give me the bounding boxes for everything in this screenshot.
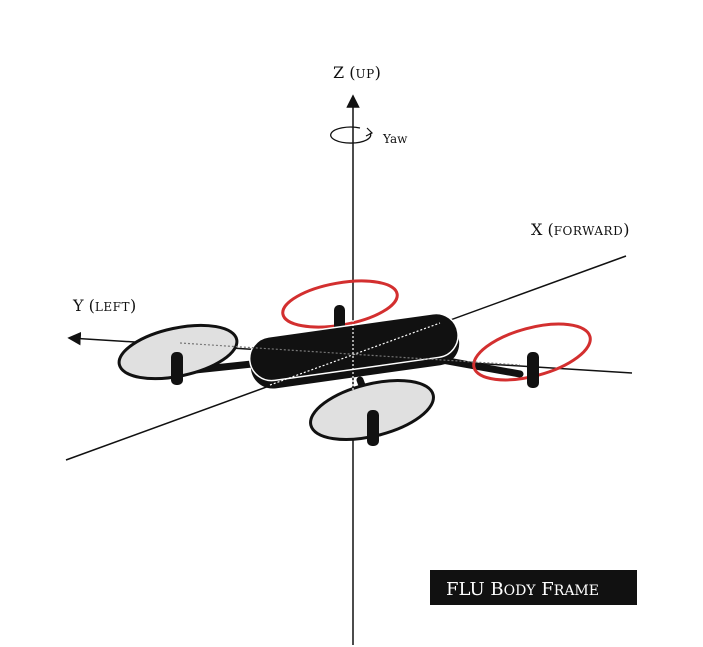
z-axis-label: Z (UP) xyxy=(333,63,381,82)
y-axis-dotted-segment xyxy=(179,342,521,366)
motor-front xyxy=(367,410,379,446)
quadcopter-drone xyxy=(117,279,592,446)
caption-text: FLU BODY FRAME xyxy=(446,579,599,600)
yaw-label: Yaw xyxy=(382,132,408,146)
drone-body xyxy=(248,312,460,389)
y-axis-label: Y (LEFT) xyxy=(72,296,136,315)
motor-left xyxy=(171,352,183,385)
motor-right xyxy=(527,352,539,388)
yaw-rotation-icon xyxy=(330,126,374,144)
x-axis-label: X (FORWARD) xyxy=(531,220,629,239)
caption-box xyxy=(430,570,637,605)
